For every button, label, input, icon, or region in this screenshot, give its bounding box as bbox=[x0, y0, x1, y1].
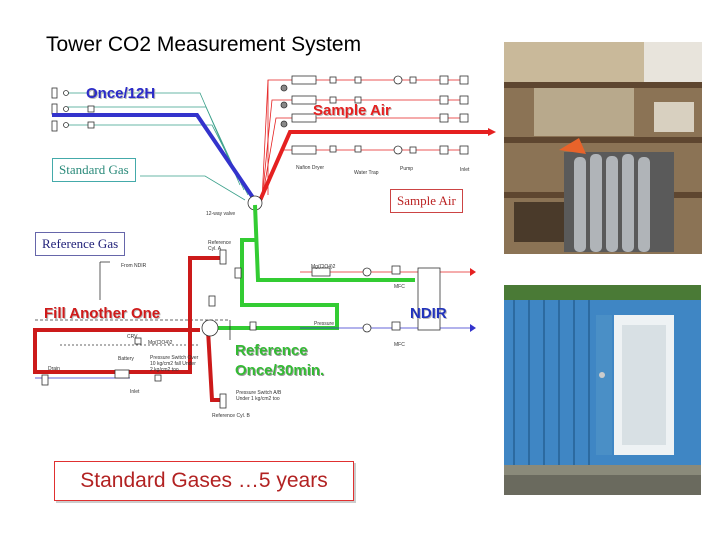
drain-label: Drain bbox=[48, 366, 60, 372]
mgclo4-left-label: Mg(ClO4)2 bbox=[148, 340, 173, 346]
container-photo bbox=[504, 285, 701, 495]
fill-valve bbox=[201, 319, 219, 337]
fill-to-cylinder-b bbox=[206, 329, 222, 402]
ndir-thin-lines bbox=[35, 261, 470, 379]
water-trap-label: Water Trap bbox=[354, 170, 379, 176]
reference-frequency-label: Once/30min. bbox=[235, 362, 325, 379]
crv-label: CRV bbox=[127, 334, 138, 340]
mfc-top-label: MFC bbox=[394, 284, 405, 290]
standard-gas-box: Standard Gas bbox=[52, 158, 136, 182]
reference-line-lower bbox=[215, 255, 339, 330]
reference-cylinder-b-label: Reference Cyl. B bbox=[212, 413, 250, 419]
lab-photo bbox=[504, 42, 702, 254]
reference-connector bbox=[240, 238, 258, 256]
from-ndir-label: From NDIR bbox=[121, 263, 147, 269]
fill-another-one-label: Fill Another One bbox=[44, 305, 161, 322]
arrow-heads bbox=[470, 128, 496, 332]
standard-gases-lifetime-box: Standard Gases …5 years bbox=[54, 461, 354, 501]
sample-thin-lines bbox=[261, 79, 460, 201]
ndir-label: NDIR bbox=[410, 305, 447, 322]
nafion-dryer-label: Nafion Dryer bbox=[296, 165, 325, 171]
pressure-switch-2-label: Pressure Switch A/B Under 1 kg/cm2 too bbox=[236, 390, 282, 402]
page-title: Tower CO2 Measurement System bbox=[46, 33, 362, 56]
sample-air-label: Sample Air bbox=[313, 102, 391, 119]
standard-gas-line bbox=[52, 113, 260, 207]
standard-cylinders bbox=[51, 87, 95, 132]
reference-cylinder-a-label: Reference Cyl. A bbox=[208, 240, 232, 252]
inlet-top-label: Inlet bbox=[460, 167, 470, 173]
reference-line-upper bbox=[253, 204, 415, 282]
twelve-way-valve-label: 12-way valve bbox=[206, 211, 236, 217]
sample-air-line bbox=[256, 130, 488, 206]
battery-label: Battery bbox=[118, 356, 134, 362]
sample-air-box: Sample Air bbox=[390, 189, 463, 213]
pressure-label: Pressure bbox=[314, 321, 335, 327]
fill-another-one-line bbox=[33, 256, 222, 374]
pressure-switch-1-label: Pressure Switch Over 10 kg/cm2 fall Unde… bbox=[150, 355, 199, 373]
reference-cylinders bbox=[41, 249, 257, 409]
mgclo4-top-label: Mg(ClO4)2 bbox=[311, 264, 336, 270]
once-12h-label: Once/12H bbox=[86, 85, 156, 102]
ndir-unit bbox=[311, 265, 441, 333]
mfc-bottom-label: MFC bbox=[394, 342, 405, 348]
sample-components bbox=[280, 75, 469, 155]
reference-gas-box: Reference Gas bbox=[35, 232, 126, 256]
reference-label: Reference bbox=[235, 342, 308, 359]
pump-label: Pump bbox=[400, 166, 414, 172]
inlet-bottom-label: Inlet bbox=[130, 389, 140, 395]
